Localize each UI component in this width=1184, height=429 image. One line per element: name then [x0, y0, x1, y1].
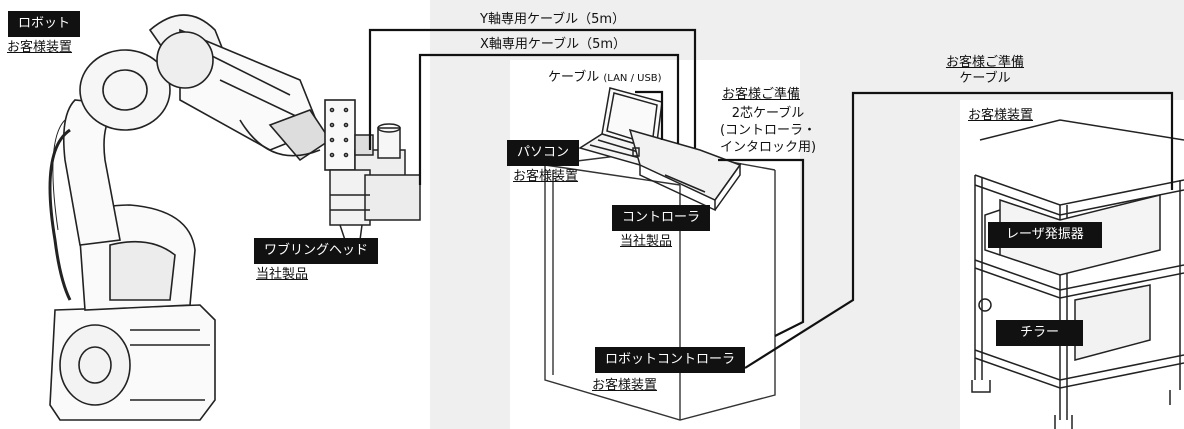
pc-cable-name: ケーブル — [548, 70, 600, 85]
interlock-cable-desc: 2芯ケーブル (コントローラ・ インタロック用) — [710, 106, 826, 155]
laser-rack-owner-label: お客様装置 — [968, 108, 1034, 123]
cables — [368, 28, 1174, 369]
robot-controller-tag: ロボットコントローラ — [595, 347, 746, 373]
controller-owner-label: 当社製品 — [620, 234, 673, 249]
wobbling-head-tag: ワブリングヘッド — [254, 238, 379, 264]
pc-cable-note: (LAN / USB) — [603, 73, 662, 84]
robot-tag: ロボット — [8, 11, 81, 37]
laser-tag: レーザ発振器 — [988, 222, 1102, 248]
interlock-cable-line2: 2芯ケーブル — [731, 106, 805, 121]
pc-cable-label: ケーブル (LAN / USB) — [548, 70, 662, 86]
pc-tag: パソコン — [507, 140, 580, 166]
customer-cable-label: お客様ご準備 ケーブル — [925, 55, 1045, 86]
wobbling-head-owner-label: 当社製品 — [256, 267, 309, 282]
customer-cable-line2: ケーブル — [959, 71, 1011, 86]
pc-owner-label: お客様装置 — [513, 169, 579, 184]
desk-illustration — [544, 149, 776, 421]
x-axis-cable-line — [418, 53, 680, 185]
laser-cable-line — [744, 91, 1174, 369]
chiller-tag: チラー — [996, 320, 1084, 346]
robot-arm-illustration — [48, 14, 356, 421]
controller-illustration — [628, 128, 742, 212]
lan-usb-cable-line — [635, 90, 664, 140]
interlock-cable-heading: お客様ご準備 — [722, 87, 801, 102]
controller-tag: コントローラ — [612, 205, 711, 231]
x-axis-cable-label: X軸専用ケーブル（5m） — [480, 37, 627, 52]
robot-owner-label: お客様装置 — [7, 40, 73, 55]
interlock-cable-line — [718, 158, 805, 337]
customer-cable-line1: お客様ご準備 — [945, 55, 1024, 70]
y-axis-cable-label: Y軸専用ケーブル（5m） — [480, 12, 626, 27]
interlock-cable-line4: インタロック用) — [719, 140, 817, 155]
interlock-cable-line3: (コントローラ・ — [719, 123, 817, 138]
robot-controller-owner-label: お客様装置 — [592, 378, 658, 393]
y-axis-cable-line — [368, 28, 697, 150]
